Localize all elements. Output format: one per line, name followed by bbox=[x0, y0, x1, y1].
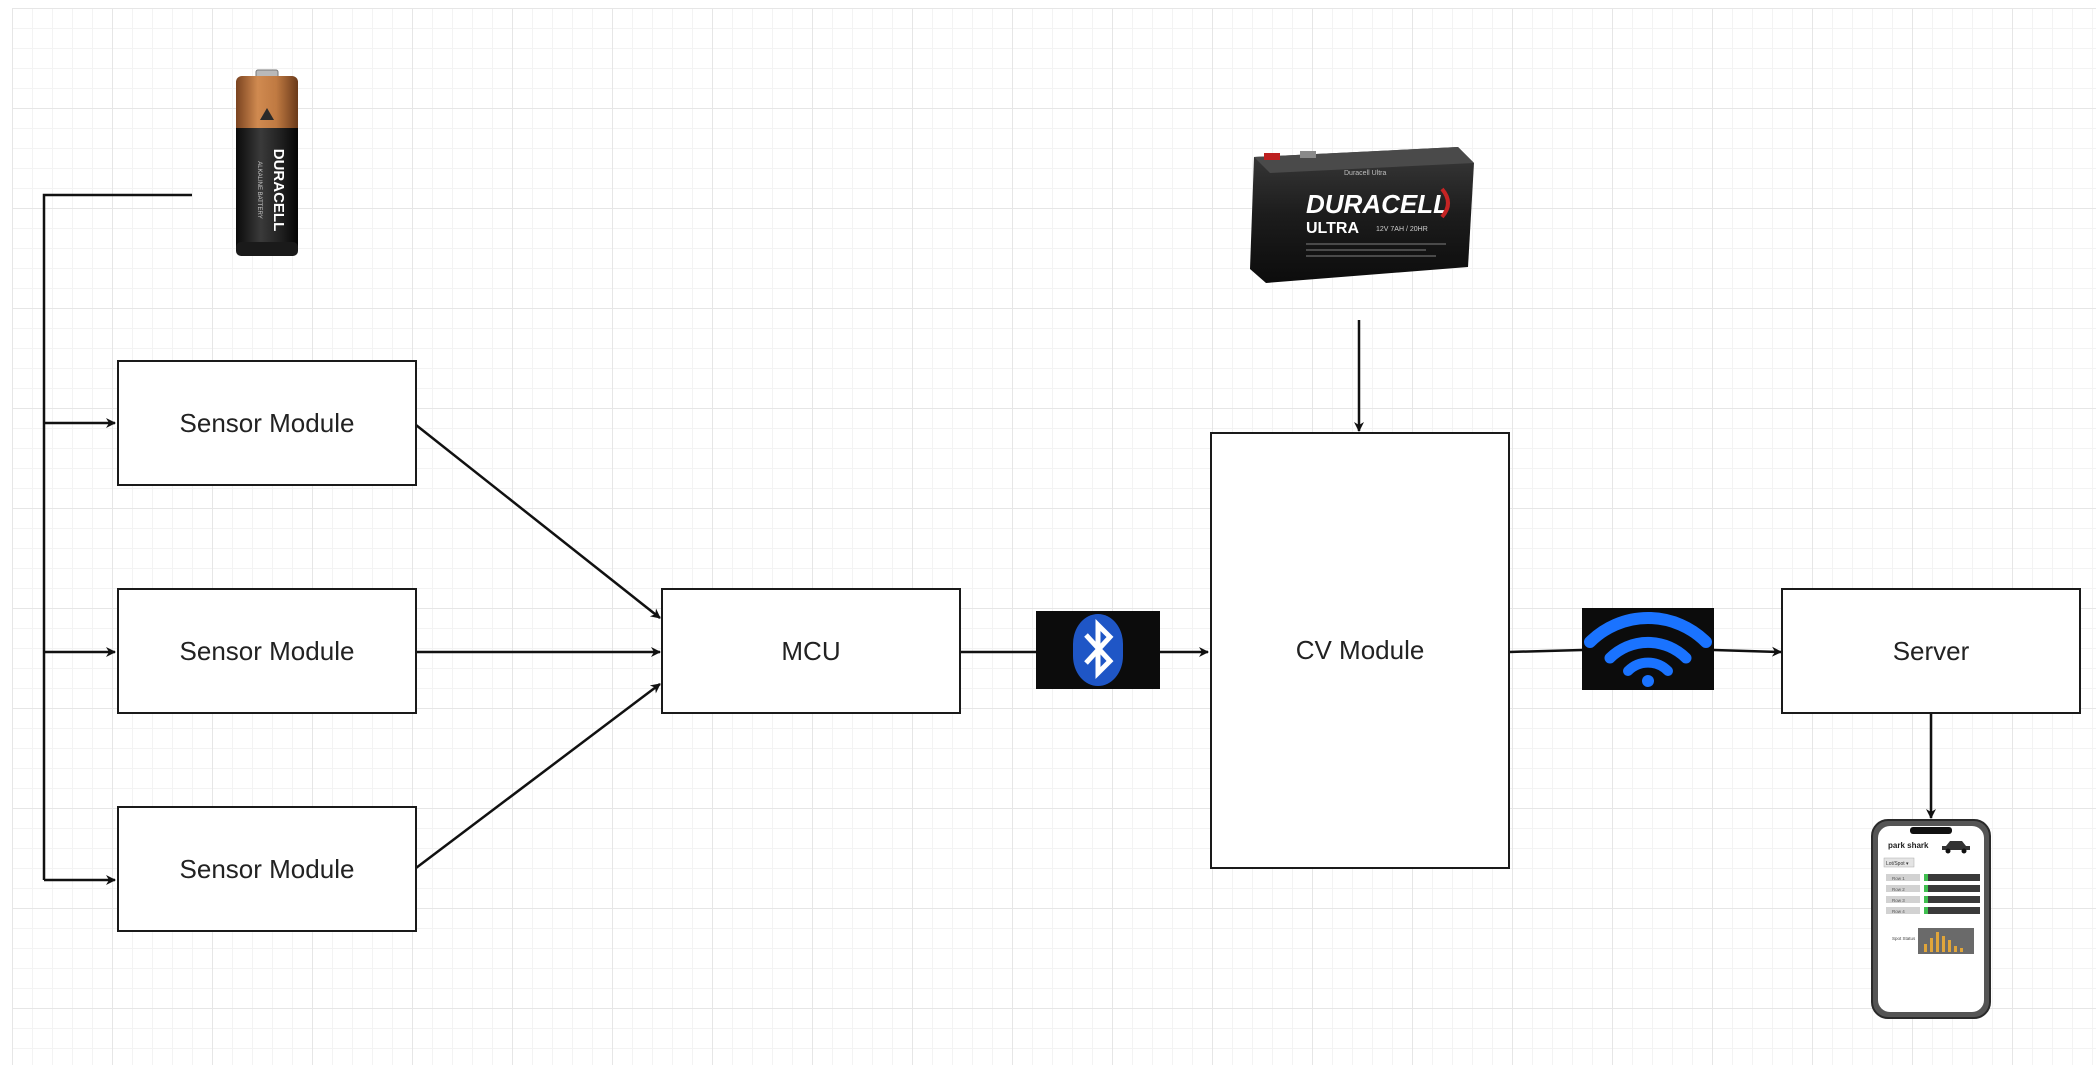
sensor-module-3-label: Sensor Module bbox=[179, 853, 355, 884]
server-box[interactable]: Server bbox=[1781, 588, 2081, 714]
lead-acid-battery-brand: DURACELL bbox=[1306, 189, 1449, 219]
phone-app-row-1: Row 1 bbox=[1892, 876, 1905, 881]
phone-app-row-3: Row 3 bbox=[1892, 898, 1905, 903]
cv-module-label: CV Module bbox=[1295, 635, 1425, 665]
phone-app-chart-label: Spot Status bbox=[1892, 936, 1916, 941]
aa-battery-brand: DURACELL bbox=[270, 149, 287, 232]
cv-to-wifi-line bbox=[1508, 648, 1583, 654]
sensor-module-1[interactable]: Sensor Module bbox=[117, 360, 417, 486]
lead-acid-battery-top-text: Duracell Ultra bbox=[1344, 170, 1387, 177]
sensor-module-2-label: Sensor Module bbox=[179, 635, 355, 666]
sensor-1-to-mcu-arrow bbox=[415, 424, 661, 619]
phone-app-row-2: Row 2 bbox=[1892, 887, 1905, 892]
lead-acid-battery-rating: 12V 7AH / 20HR bbox=[1376, 226, 1428, 233]
aa-battery-image[interactable]: DURACELL ALKALINE BATTERY bbox=[226, 68, 308, 260]
bluetooth-icon[interactable] bbox=[1036, 611, 1160, 689]
server-label: Server bbox=[1892, 635, 1970, 666]
wifi-icon[interactable] bbox=[1582, 608, 1714, 690]
phone-app-dropdown: Lot/Spot ▾ bbox=[1886, 861, 1909, 867]
car-icon bbox=[1942, 841, 1970, 850]
wifi-to-server-arrow bbox=[1713, 646, 1782, 657]
mcu-label: MCU bbox=[781, 635, 841, 666]
cv-module-box[interactable]: CV Module bbox=[1210, 432, 1510, 869]
sensor-module-1-label: Sensor Module bbox=[179, 407, 355, 438]
phone-app-row-4: Row 4 bbox=[1892, 909, 1905, 914]
phone-app-title: park shark bbox=[1888, 841, 1929, 850]
sensor-module-2[interactable]: Sensor Module bbox=[117, 588, 417, 714]
phone-app-image[interactable]: park shark Lot/Spot ▾ Row 1 Row 2 Row 3 … bbox=[1870, 818, 1992, 1020]
lead-acid-battery-subtext: ULTRA bbox=[1306, 220, 1359, 237]
sensor-3-to-mcu-arrow bbox=[415, 683, 661, 869]
mcu-box[interactable]: MCU bbox=[661, 588, 961, 714]
power-bus-line bbox=[42, 193, 192, 880]
lead-acid-battery-image[interactable]: Duracell Ultra DURACELL ULTRA 12V 7AH / … bbox=[1244, 135, 1478, 287]
aa-battery-subtext: ALKALINE BATTERY bbox=[256, 161, 262, 218]
sensor-module-3[interactable]: Sensor Module bbox=[117, 806, 417, 932]
